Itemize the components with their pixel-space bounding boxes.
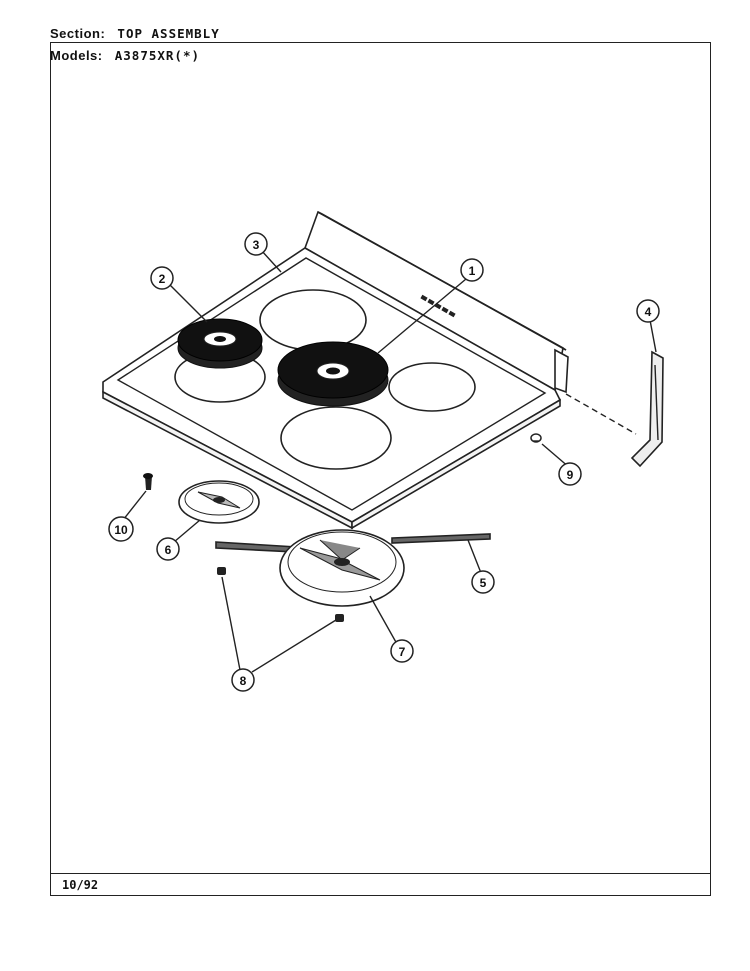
nut-right <box>335 614 344 622</box>
callout-7: 7 <box>390 639 414 663</box>
callout-3: 3 <box>244 232 268 256</box>
callout-2: 2 <box>150 266 174 290</box>
models-label: Models: <box>50 48 103 63</box>
models-value: A3875XR(*) <box>114 48 201 63</box>
diagram-frame <box>50 42 711 896</box>
reflector-small <box>178 480 260 524</box>
nut-left <box>217 567 226 575</box>
svg-text:1: 1 <box>469 264 476 278</box>
svg-text:7: 7 <box>399 645 406 659</box>
svg-text:3: 3 <box>253 238 260 252</box>
burner-ring-rear-center <box>259 289 367 351</box>
screw-9 <box>530 433 542 443</box>
callout-4: 4 <box>636 299 660 323</box>
screw-10 <box>143 473 153 490</box>
svg-text:9: 9 <box>567 468 574 482</box>
callout-5: 5 <box>471 570 495 594</box>
section-label: Section: <box>50 26 106 41</box>
svg-text:4: 4 <box>645 305 652 319</box>
svg-text:6: 6 <box>165 543 172 557</box>
end-cap <box>630 350 664 468</box>
burner-ring-front <box>280 406 392 470</box>
surface-element-large <box>277 341 389 407</box>
svg-text:8: 8 <box>240 674 247 688</box>
callout-1: 1 <box>460 258 484 282</box>
date-code: 10/92 <box>62 878 99 892</box>
callout-6: 6 <box>156 537 180 561</box>
models-header: Models: A3875XR(*) <box>50 48 200 63</box>
surface-element-small <box>177 318 263 369</box>
svg-text:10: 10 <box>114 523 128 537</box>
burner-ring-right <box>388 362 476 412</box>
svg-text:5: 5 <box>480 576 487 590</box>
section-header: Section: TOP ASSEMBLY <box>50 26 220 41</box>
reflector-large <box>279 529 405 607</box>
callout-10: 10 <box>108 516 134 542</box>
callout-9: 9 <box>558 462 582 486</box>
svg-text:2: 2 <box>159 272 166 286</box>
footer-divider <box>50 873 711 874</box>
callout-8: 8 <box>231 668 255 692</box>
section-value: TOP ASSEMBLY <box>117 26 220 41</box>
